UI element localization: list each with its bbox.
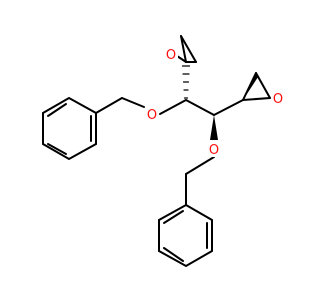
structure-canvas: O O O O xyxy=(42,35,285,268)
epoxide-ring-right xyxy=(242,72,271,101)
ring-outline xyxy=(158,203,213,268)
bond xyxy=(255,72,271,99)
wedge-bond-right xyxy=(243,73,258,100)
wedge-bond-bottom xyxy=(210,115,218,140)
bond-o-ch2-bottom xyxy=(185,156,215,175)
bond-ch2-ring-left xyxy=(95,97,123,114)
double-bond-inner xyxy=(163,210,184,224)
benzene-ring-left xyxy=(42,96,97,161)
bond-c-o-left xyxy=(159,99,187,115)
atom-o-benzyloxy-left: O xyxy=(145,106,159,123)
benzene-ring-bottom xyxy=(158,203,213,268)
backbone-bond xyxy=(185,99,215,116)
hashed-wedge-bond-top xyxy=(181,65,191,99)
atom-o-epoxide-right: O xyxy=(271,90,285,107)
atom-o-epoxide-top: O xyxy=(164,46,178,63)
oxygen-label: O xyxy=(273,92,283,107)
oxygen-label: O xyxy=(166,48,176,63)
bond xyxy=(180,35,197,63)
atom-o-benzyloxy-bottom: O xyxy=(207,141,221,158)
double-bond-inner xyxy=(47,143,67,155)
double-bond-inner xyxy=(47,103,67,117)
molecule-structure: O O O O xyxy=(42,35,285,268)
ring-outline xyxy=(42,96,97,161)
bond-c-epoxide-right xyxy=(213,99,244,116)
oxygen-label: O xyxy=(147,108,157,123)
bond-o-ch2-left xyxy=(121,97,145,108)
bond xyxy=(242,97,271,101)
double-bond-inner xyxy=(163,247,184,262)
bond xyxy=(180,35,187,63)
oxygen-label: O xyxy=(209,143,219,158)
